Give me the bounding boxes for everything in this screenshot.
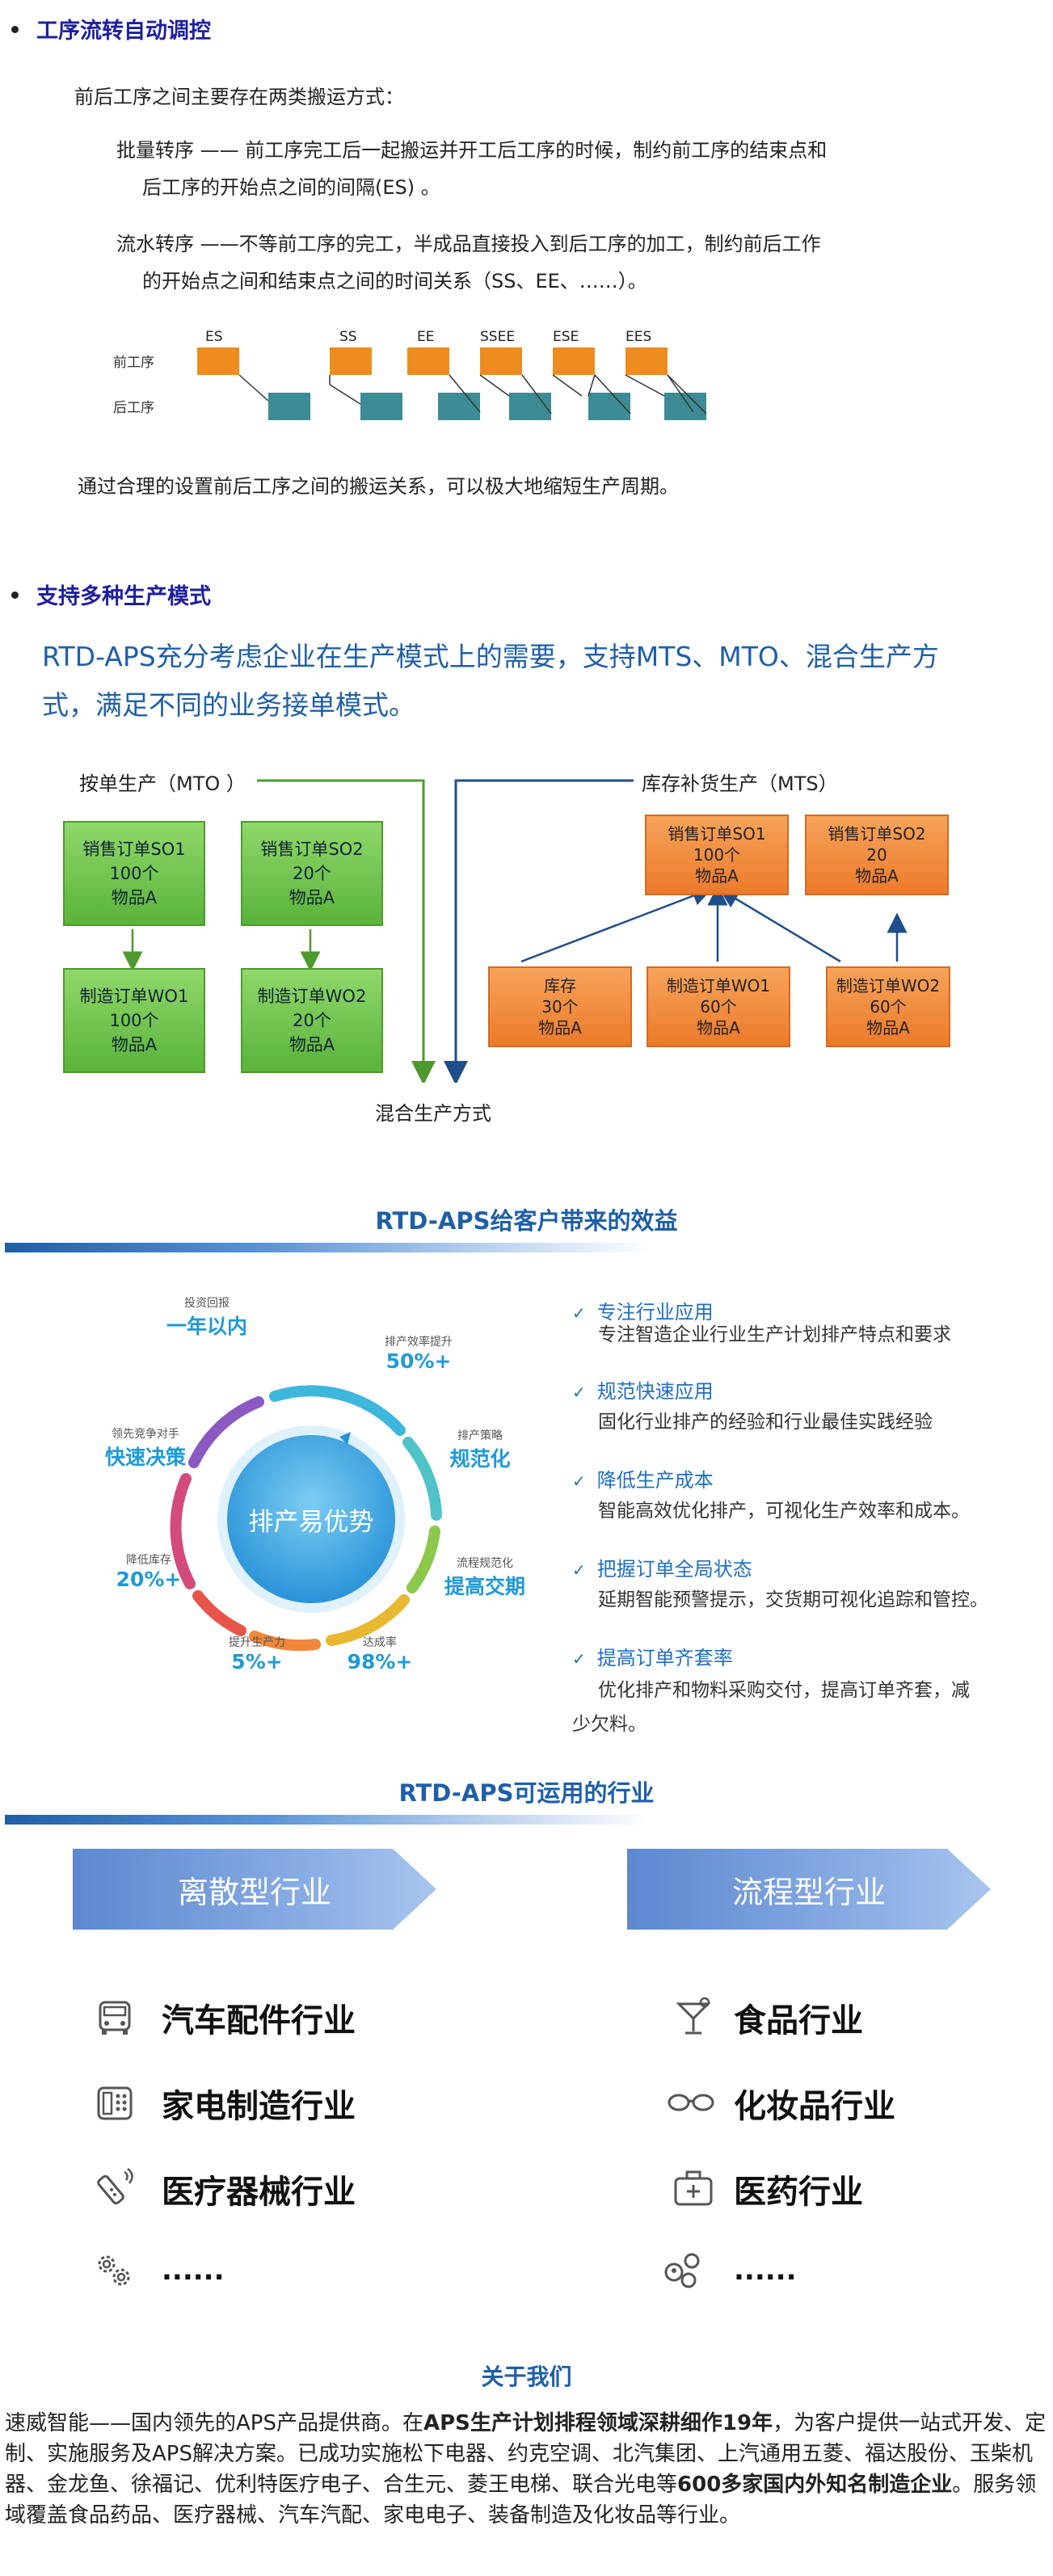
conclusion-text: 通过合理的设置前后工序之间的搬运关系，可以极大地缩短生产周期。 xyxy=(78,475,679,498)
mto-work-order-wo2: 制造订单WO2 20个 物品A xyxy=(241,968,383,1073)
benefit-heading-2: ✓规范快速应用 xyxy=(572,1380,714,1403)
mts-label: 库存补货生产（MTS） xyxy=(642,772,838,795)
ring-item-delivery: 流程规范化提高交期 xyxy=(444,1557,525,1598)
gantt-label-ees: EES xyxy=(625,329,651,345)
benefit-desc-3: 智能高效优化排产，可视化生产效率和成本。 xyxy=(598,1501,970,1522)
gantt-diagram: ES SS EE SSEE ESE EES xyxy=(197,329,707,420)
industry-food: 食品行业 xyxy=(734,2002,863,2039)
benefit-desc-5-cont: 少欠料。 xyxy=(572,1714,647,1735)
medicine-kit-icon xyxy=(674,2170,713,2206)
batch-transfer-line2: 后工序的开始点之间的间隔(ES) 。 xyxy=(142,176,440,199)
appliance-icon xyxy=(97,2086,133,2120)
batch-transfer-line1: 批量转序 —— 前工序完工后一起搬运并开工后工序的时候，制约前工序的结束点和 xyxy=(116,139,828,162)
mto-label: 按单生产（MTO ） xyxy=(79,772,246,795)
gantt-bar-pre-ss xyxy=(330,347,372,375)
about-title: 关于我们 xyxy=(481,2363,572,2390)
mto-sales-order-so2: 销售订单SO2 20个 物品A xyxy=(241,821,383,926)
check-icon: ✓ xyxy=(572,1303,586,1323)
mto-sales-order-so1: 销售订单SO1 100个 物品A xyxy=(63,821,205,926)
ring-item-strategy: 排产策略规范化 xyxy=(449,1429,511,1471)
ring-item-roi: 投资回报一年以内 xyxy=(166,1297,247,1338)
intro-text: 前后工序之间主要存在两类搬运方式： xyxy=(74,86,404,108)
advantage-ring xyxy=(170,1385,442,1652)
team-icon xyxy=(664,2253,700,2288)
benefits-title-bar xyxy=(5,1243,651,1252)
flow-transfer-line2: 的开始点之间和结束点之间的时间关系（SS、EE、……）。 xyxy=(142,270,647,293)
industry-auto-parts: 汽车配件行业 xyxy=(162,2002,356,2039)
row-label-pre: 前工序 xyxy=(113,355,154,371)
section-production-modes-title: 支持多种生产模式 xyxy=(11,579,211,610)
industry-cosmetics: 化妆品行业 xyxy=(734,2088,895,2125)
benefit-desc-5: 优化排产和物料采购交付，提高订单齐套，减 xyxy=(598,1680,970,1701)
modes-lead-line2: 式，满足不同的业务接单模式。 xyxy=(42,689,415,721)
benefit-heading-1: ✓专注行业应用 xyxy=(572,1301,714,1324)
gantt-bar-post-es xyxy=(268,393,310,420)
benefit-desc-4: 延期智能预警提示，交货期可视化追踪和管控。 xyxy=(598,1589,988,1610)
gantt-bar-post-ee xyxy=(438,393,480,420)
mts-work-order-wo2: 制造订单WO2 60个 物品A xyxy=(826,966,950,1047)
industry-left-more: ...... xyxy=(162,2254,225,2287)
gantt-bar-post-ees xyxy=(664,393,706,420)
industry-appliance: 家电制造行业 xyxy=(162,2088,356,2125)
benefit-desc-2: 固化行业排产的经验和行业最佳实践经验 xyxy=(598,1412,933,1433)
section-process-flow-title: 工序流转自动调控 xyxy=(11,13,211,44)
mixed-label: 混合生产方式 xyxy=(375,1102,491,1125)
mts-work-order-wo1: 制造订单WO1 60个 物品A xyxy=(647,966,790,1047)
check-icon: ✓ xyxy=(572,1383,586,1402)
gantt-label-ss: SS xyxy=(339,329,357,345)
benefit-heading-4: ✓把握订单全局状态 xyxy=(572,1558,752,1581)
gears-icon xyxy=(98,2255,130,2286)
modes-connectors xyxy=(122,779,908,1083)
cocktail-icon xyxy=(676,1997,711,2035)
gantt-bar-pre-ee xyxy=(407,347,449,375)
industry-pharma: 医药行业 xyxy=(734,2174,863,2211)
gantt-bar-post-ssee xyxy=(509,393,551,420)
gantt-label-ssee: SSEE xyxy=(480,329,515,345)
industry-right-more: ...... xyxy=(734,2254,797,2287)
glasses-icon xyxy=(668,2094,714,2111)
check-icon: ✓ xyxy=(572,1560,586,1580)
modes-lead-line1: RTD-APS充分考虑企业在生产模式上的需要，支持MTS、MTO、混合生产方 xyxy=(42,641,939,672)
gantt-bar-pre-ees xyxy=(625,347,668,375)
mts-inventory: 库存 30个 物品A xyxy=(488,966,632,1047)
row-label-post: 后工序 xyxy=(113,400,154,416)
mts-sales-order-so2: 销售订单SO2 20 物品A xyxy=(805,814,949,895)
gantt-bar-pre-ese xyxy=(553,347,595,375)
discrete-industry-banner: 离散型行业 xyxy=(73,1849,436,1930)
ring-item-decision: 领先竞争对手快速决策 xyxy=(104,1428,186,1469)
mto-work-order-wo1: 制造订单WO1 100个 物品A xyxy=(63,968,205,1073)
industries-section-title: RTD-APS可运用的行业 xyxy=(398,1779,655,1807)
check-icon: ✓ xyxy=(572,1471,586,1491)
benefits-section-title: RTD-APS给客户带来的效益 xyxy=(375,1207,678,1235)
about-paragraph: 速威智能——国内领先的APS产品提供商。在APS生产计划排程领域深耕细作19年，… xyxy=(5,2411,1047,2528)
gantt-label-ese: ESE xyxy=(553,329,579,345)
gantt-label-ee: EE xyxy=(417,329,434,345)
gantt-bar-pre-es xyxy=(197,347,239,375)
check-icon: ✓ xyxy=(572,1649,586,1669)
benefit-heading-5: ✓提高订单齐套率 xyxy=(572,1647,733,1669)
benefit-desc-1: 专注智造企业行业生产计划排产特点和要求 xyxy=(598,1324,951,1345)
mts-sales-order-so1: 销售订单SO1 100个 物品A xyxy=(645,814,789,895)
flow-transfer-line1: 流水转序 ——不等前工序的完工，半成品直接投入到后工序的加工，制约前后工作 xyxy=(116,233,821,255)
ring-center-label: 排产易优势 xyxy=(248,1508,374,1537)
car-icon xyxy=(99,2001,131,2035)
gantt-label-es: ES xyxy=(205,329,223,345)
medical-device-icon xyxy=(97,2168,133,2205)
industry-medical-device: 医疗器械行业 xyxy=(162,2174,356,2211)
industries-title-bar xyxy=(5,1815,651,1825)
process-industry-banner: 流程型行业 xyxy=(627,1849,991,1930)
benefit-heading-3: ✓降低生产成本 xyxy=(572,1469,714,1492)
gantt-bar-pre-ssee xyxy=(480,347,522,375)
gantt-bar-post-ss xyxy=(360,393,402,420)
